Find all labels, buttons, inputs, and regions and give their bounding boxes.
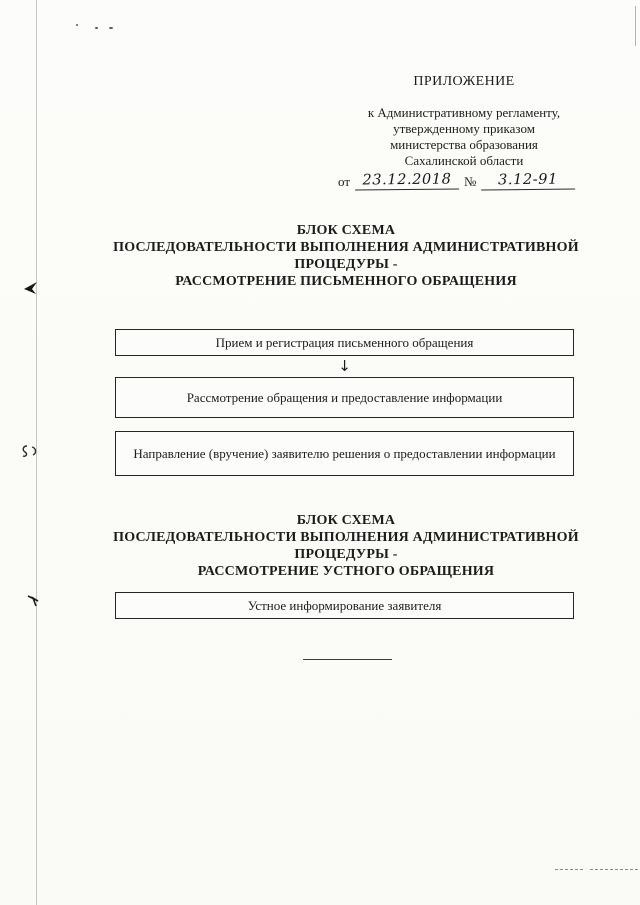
flow-box-label: Направление (вручение) заявителю решения… — [133, 445, 556, 461]
separator-line — [303, 659, 392, 660]
heading-line: РАССМОТРЕНИЕ УСТНОГО ОБРАЩЕНИЯ — [197, 564, 495, 579]
appendix-line: к Административному регламенту, — [367, 105, 561, 120]
appendix-line: министерства образования — [390, 137, 538, 152]
flow-box-label: Устное информирование заявителя — [247, 597, 442, 613]
heading-line: ПОСЛЕДОВАТЕЛЬНОСТИ ВЫПОЛНЕНИЯ АДМИНИСТРА… — [113, 530, 579, 545]
flow-box-receive-register: Прием и регистрация письменного обращени… — [115, 329, 574, 356]
section1-heading: БЛОК СХЕМА ПОСЛЕДОВАТЕЛЬНОСТИ ВЫПОЛНЕНИЯ… — [52, 222, 640, 290]
scan-dash-mark — [555, 869, 583, 870]
scan-speck — [95, 27, 98, 29]
scan-dash-mark — [590, 869, 638, 870]
scan-edge-line-left — [36, 0, 37, 905]
appendix-block: ПРИЛОЖЕНИЕ к Административному регламент… — [338, 74, 590, 191]
appendix-reference-line: от 23.12.2018 № 3.12-91 — [338, 171, 590, 191]
heading-line: ПРОЦЕДУРЫ - — [294, 547, 398, 562]
from-label: от — [338, 174, 351, 189]
heading-line: ПОСЛЕДОВАТЕЛЬНОСТИ ВЫПОЛНЕНИЯ АДМИНИСТРА… — [113, 240, 579, 255]
appendix-title: ПРИЛОЖЕНИЕ — [413, 74, 515, 89]
heading-line: ПРОЦЕДУРЫ - — [294, 257, 398, 272]
flow-box-oral-informing: Устное информирование заявителя — [115, 592, 574, 619]
scan-ink-mark — [26, 592, 46, 613]
heading-line: РАССМОТРЕНИЕ ПИСЬМЕННОГО ОБРАЩЕНИЯ — [175, 274, 517, 289]
heading-line: БЛОК СХЕМА — [296, 223, 396, 238]
section2-heading: БЛОК СХЕМА ПОСЛЕДОВАТЕЛЬНОСТИ ВЫПОЛНЕНИЯ… — [52, 512, 640, 580]
scan-speck — [76, 24, 78, 26]
scan-ink-mark — [20, 443, 42, 464]
flow-box-label: Рассмотрение обращения и предоставление … — [186, 389, 503, 405]
scan-speck — [109, 27, 113, 29]
scan-ink-mark — [22, 281, 40, 302]
arrow-down-icon: ↓ — [338, 357, 351, 375]
heading-line: БЛОК СХЕМА — [296, 513, 396, 528]
flow-box-send-decision: Направление (вручение) заявителю решения… — [115, 431, 574, 476]
handwritten-number: 3.12-91 — [481, 171, 576, 191]
appendix-line: утвержденному приказом — [393, 121, 535, 136]
flow-box-review-provide: Рассмотрение обращения и предоставление … — [115, 377, 574, 418]
appendix-line: Сахалинской области — [404, 153, 524, 168]
handwritten-date: 23.12.2018 — [354, 171, 460, 191]
flowchart-oral-procedure: Устное информирование заявителя — [115, 592, 574, 619]
number-label: № — [464, 174, 477, 189]
flow-box-label: Прием и регистрация письменного обращени… — [215, 334, 474, 350]
scan-edge-line-right — [635, 6, 636, 46]
flowchart-written-procedure: Прием и регистрация письменного обращени… — [115, 329, 574, 476]
